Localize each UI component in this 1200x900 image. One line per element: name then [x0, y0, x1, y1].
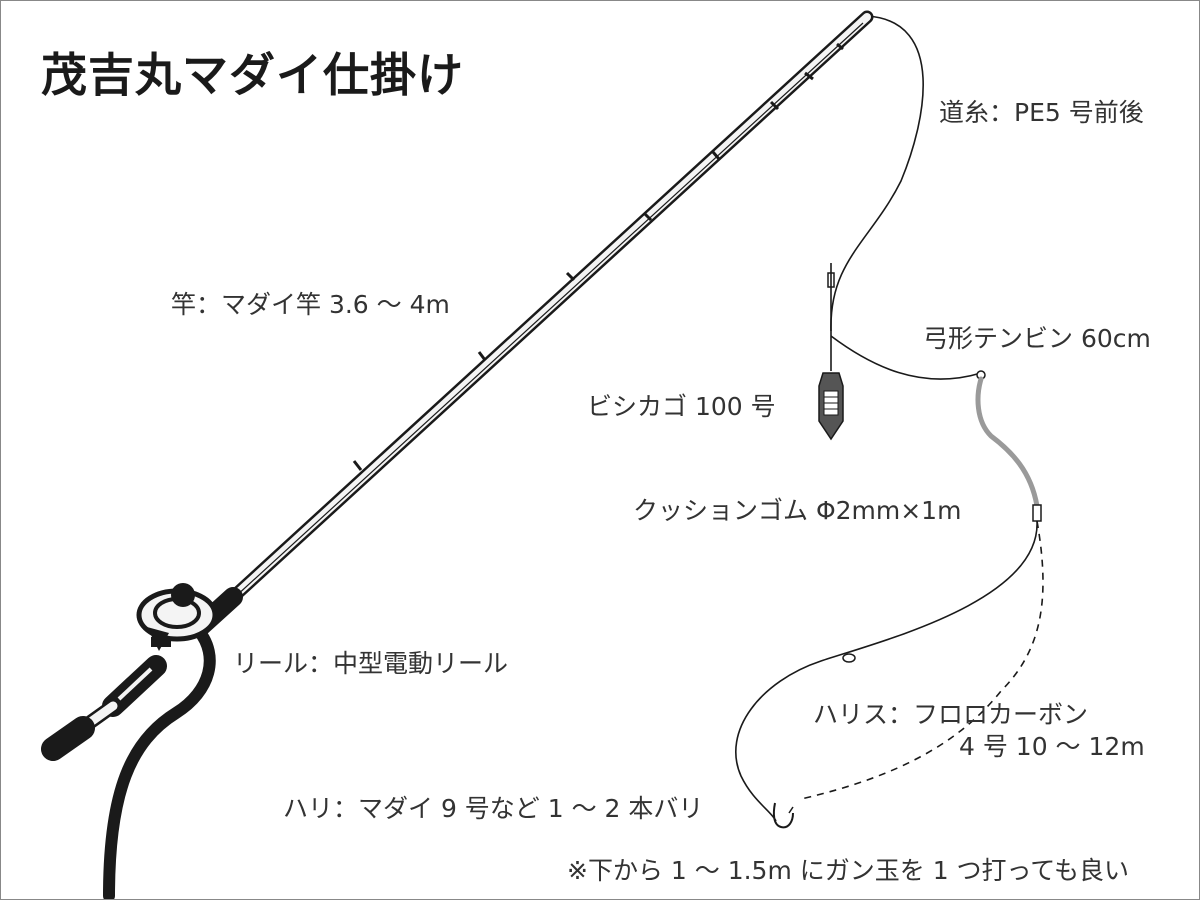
harisu-spec-label: 4 号 10 ～ 12m	[959, 732, 1145, 761]
swivel-icon	[827, 272, 835, 288]
main-line-label: 道糸：PE5 号前後	[939, 98, 1144, 127]
main-line	[830, 15, 924, 332]
rod-label: 竿：マダイ竿 3.6 ～ 4m	[171, 290, 450, 319]
split-shot-icon	[842, 653, 856, 663]
harisu-label: ハリス：フロロカーボン	[813, 700, 1089, 729]
rod-guides	[352, 42, 844, 471]
hook-label: ハリ：マダイ 9 号など 1 ～ 2 本バリ	[283, 794, 704, 823]
electric-reel	[136, 583, 218, 651]
hook-icon	[772, 802, 794, 829]
branch-line-dashed	[800, 520, 1044, 800]
cushion-label: クッションゴム Φ2mm×1m	[633, 496, 962, 525]
page-title: 茂吉丸マダイ仕掛け	[41, 48, 464, 102]
reel-cord	[103, 625, 216, 899]
cushion-rubber	[975, 376, 1040, 509]
bishi-kago-icon	[818, 336, 844, 441]
harisu-line	[735, 520, 1038, 822]
tenbin-arm	[830, 335, 982, 380]
footnote: ※下から 1 ～ 1.5m にガン玉を 1 つ打っても良い	[567, 856, 1130, 885]
cushion-swivel-icon	[1032, 504, 1042, 522]
kago-label: ビシカゴ 100 号	[587, 392, 776, 421]
reel-label: リール：中型電動リール	[233, 649, 509, 678]
tenbin-label: 弓形テンビン 60cm	[923, 324, 1151, 353]
